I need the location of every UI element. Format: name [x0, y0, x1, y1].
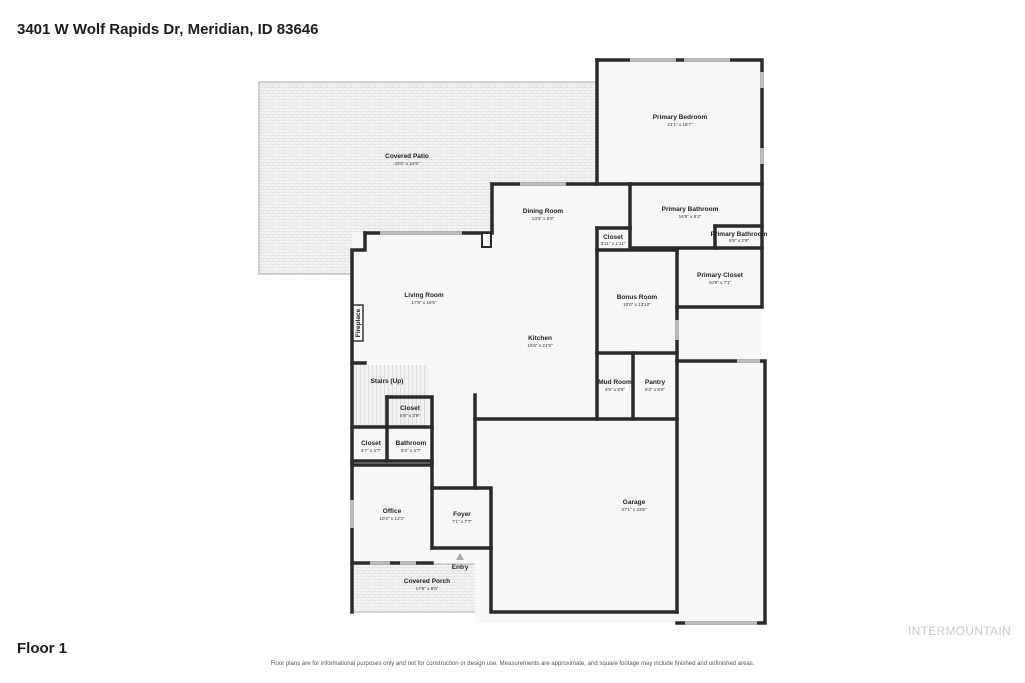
room-dimensions: 5'3" x 8'6" — [645, 387, 665, 392]
room-garage: Garage 37'1" x 33'6" — [621, 499, 647, 512]
room-name: Closet — [603, 234, 624, 241]
room-name: Closet — [361, 440, 382, 447]
room-name: Garage — [623, 499, 646, 506]
room-closet-hall: Closet 5'8" x 3'9" — [400, 405, 421, 418]
room-name: Office — [383, 508, 402, 515]
room-entry: Entry — [452, 564, 469, 571]
room-name: Stairs (Up) — [371, 378, 404, 385]
room-name: Foyer — [453, 511, 471, 518]
room-dimensions: 10'8" x 7'1" — [709, 280, 732, 285]
room-dimensions: 17'8" x 16'5" — [411, 300, 437, 305]
room-dimensions: 3'11" x 1'11" — [601, 241, 626, 246]
room-name: Mud Room — [598, 379, 632, 386]
room-name: Primary Bathroom — [662, 206, 719, 213]
room-dimensions: 5'9" x 2'9" — [729, 238, 749, 243]
room-bathroom: Bathroom 5'2" x 4'7" — [396, 440, 427, 453]
room-dimensions: 10'0" x 12'10" — [623, 302, 651, 307]
interior-floor — [352, 60, 765, 623]
room-covered-porch: Covered Porch 17'9" x 8'0" — [404, 578, 450, 591]
floor-label: Floor 1 — [17, 640, 68, 657]
room-closet-small: Closet 4'7" x 4'7" — [361, 440, 382, 453]
room-name: Dining Room — [523, 208, 564, 215]
room-dimensions: 10'2" x 12'3" — [379, 516, 405, 521]
room-office: Office 10'2" x 12'3" — [379, 508, 405, 521]
room-dimensions: 5'8" x 3'9" — [400, 413, 420, 418]
room-dimensions: 4'7" x 4'7" — [361, 448, 381, 453]
room-closet-dining: Closet 3'11" x 1'11" — [601, 234, 626, 246]
room-dimensions: 37'1" x 33'6" — [621, 507, 647, 512]
room-name: Entry — [452, 564, 469, 571]
room-name: Closet — [400, 405, 421, 412]
room-dimensions: 7'1" x 7'7" — [452, 519, 472, 524]
room-name: Covered Porch — [404, 578, 450, 585]
room-name: Pantry — [645, 379, 666, 386]
watermark-logo: INTERMOUNTAIN — [908, 624, 1012, 638]
room-primary-closet: Primary Closet 10'8" x 7'1" — [697, 272, 744, 285]
room-dimensions: 17'9" x 8'0" — [416, 586, 439, 591]
room-pantry: Pantry 5'3" x 8'6" — [645, 379, 666, 392]
room-stairs: Stairs (Up) — [371, 378, 404, 385]
walls — [350, 58, 767, 625]
room-dimensions: 4'5" x 8'6" — [605, 387, 625, 392]
room-primary-bathroom: Primary Bathroom 16'9" x 8'3" — [662, 206, 719, 219]
room-fireplace: Fireplace — [355, 308, 362, 337]
room-primary-bathroom-2: Primary Bathroom 5'9" x 2'9" — [711, 231, 768, 243]
room-name: Primary Bathroom — [711, 231, 768, 238]
room-name: Fireplace — [355, 308, 362, 337]
room-name: Primary Bedroom — [653, 114, 708, 121]
room-name: Living Room — [404, 292, 444, 299]
room-dining-room: Dining Room 13'3" x 8'8" — [523, 208, 564, 221]
room-name: Kitchen — [528, 335, 552, 342]
room-kitchen: Kitchen 15'5" x 21'9" — [527, 335, 553, 348]
room-name: Bonus Room — [617, 294, 658, 301]
windows — [350, 58, 764, 625]
room-foyer: Foyer 7'1" x 7'7" — [452, 511, 472, 524]
room-name: Primary Closet — [697, 272, 744, 279]
room-dimensions: 5'2" x 4'7" — [401, 448, 421, 453]
property-address: 3401 W Wolf Rapids Dr, Meridian, ID 8364… — [17, 21, 319, 38]
entry-arrow-icon — [456, 553, 464, 560]
room-name: Covered Patio — [385, 153, 429, 160]
room-bonus-room: Bonus Room 10'0" x 12'10" — [617, 294, 658, 307]
room-living-room: Living Room 17'8" x 16'5" — [404, 292, 444, 305]
room-primary-bedroom: Primary Bedroom 21'1" x 15'7" — [653, 114, 708, 127]
disclaimer-text: Floor plans are for informational purpos… — [270, 661, 755, 667]
room-dimensions: 13'3" x 8'8" — [532, 216, 555, 221]
room-covered-patio: Covered Patio 43'6" x 24'6" — [385, 153, 429, 166]
room-dimensions: 15'5" x 21'9" — [527, 343, 553, 348]
covered-porch-area — [350, 563, 492, 613]
room-dimensions: 43'6" x 24'6" — [394, 161, 420, 166]
room-dimensions: 21'1" x 15'7" — [667, 122, 693, 127]
room-mud-room: Mud Room 4'5" x 8'6" — [598, 379, 632, 392]
room-name: Bathroom — [396, 440, 427, 447]
room-dimensions: 16'9" x 8'3" — [679, 214, 702, 219]
